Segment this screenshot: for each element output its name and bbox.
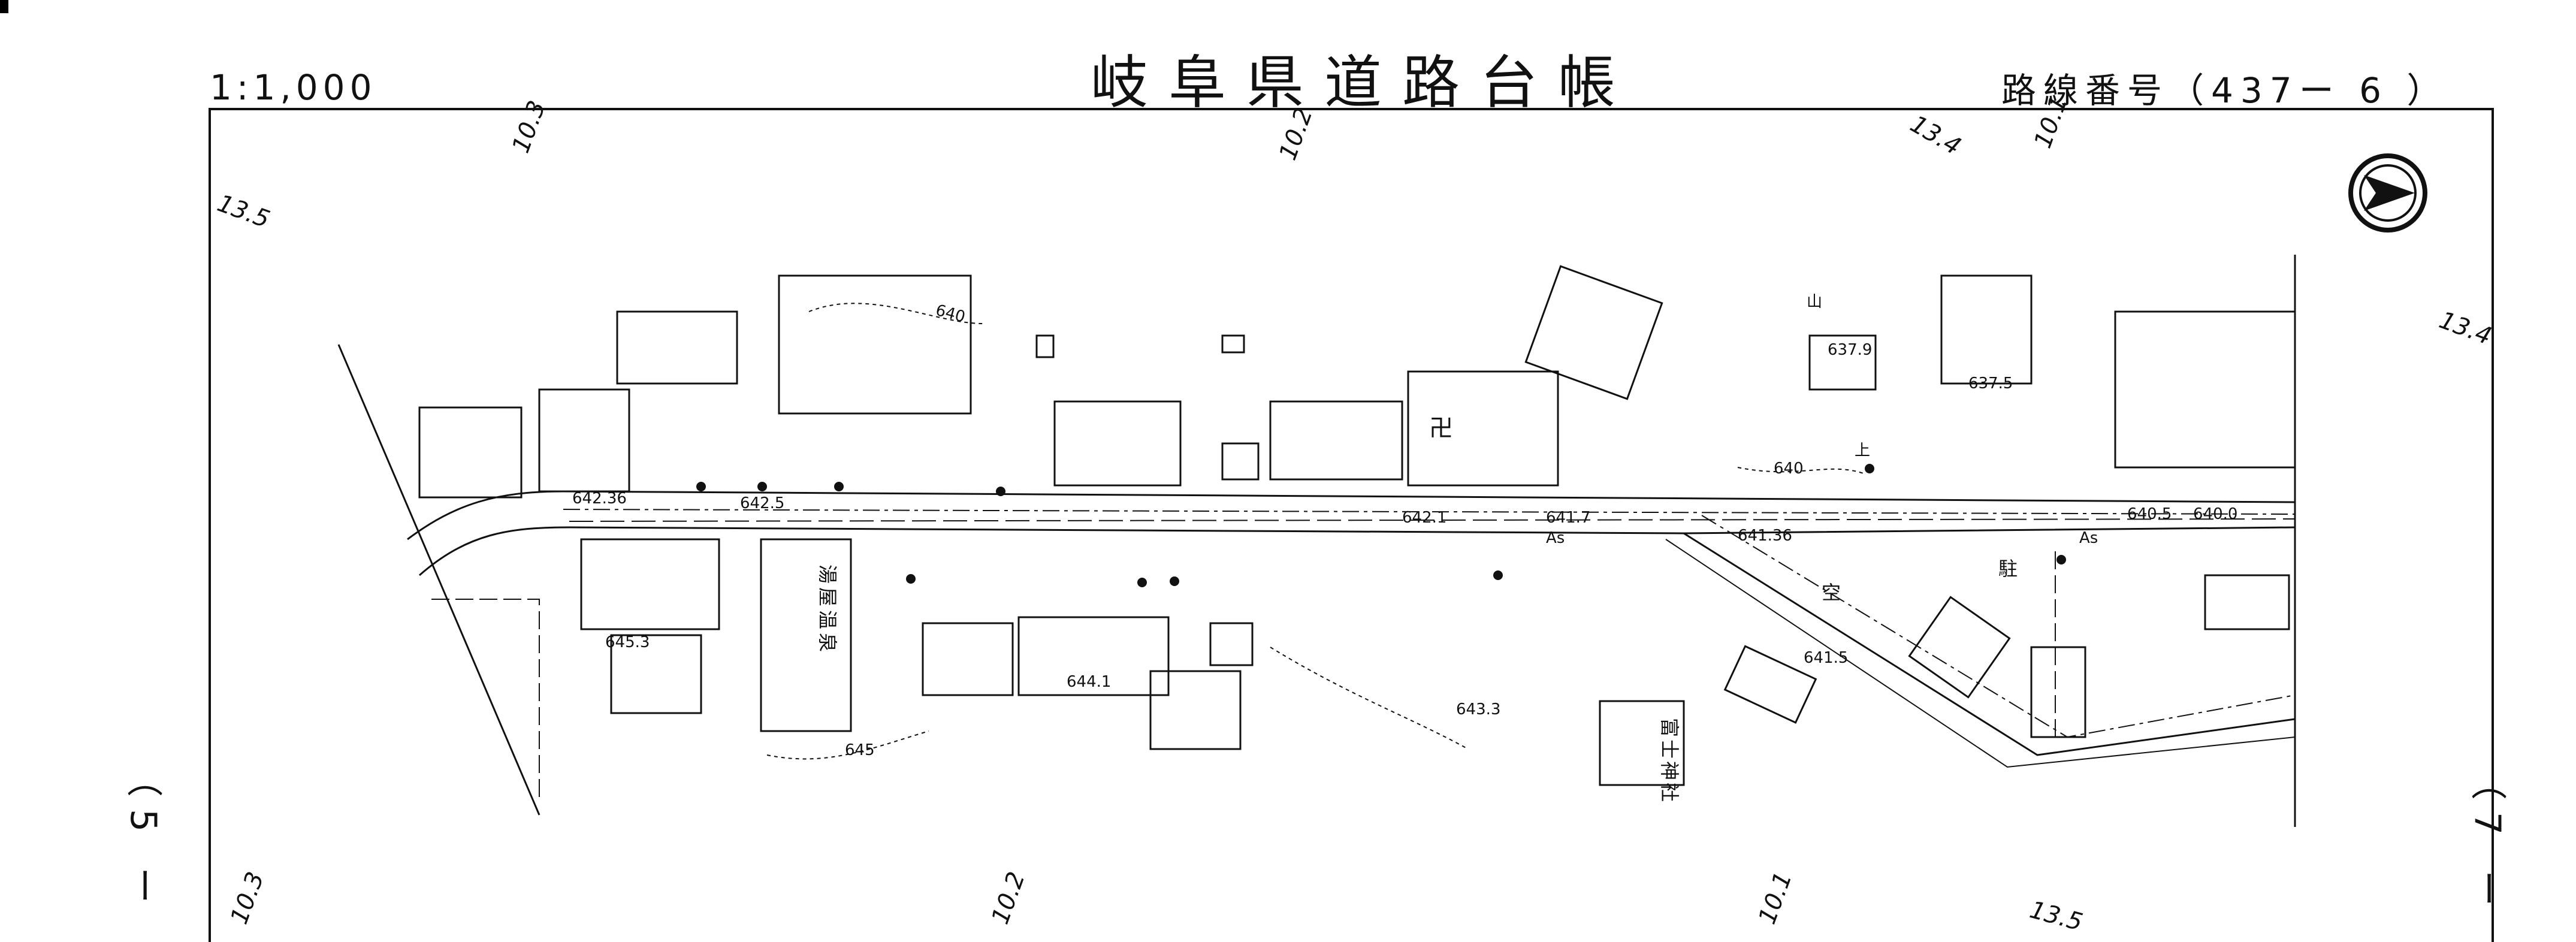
main-road (407, 490, 2296, 768)
map-frame (209, 108, 2494, 942)
temple-symbol: 卍 (1429, 415, 1453, 442)
km-13-4-top: 13.4 (1905, 110, 1965, 161)
contour-645: 645 (845, 741, 875, 759)
elev-645-3: 645.3 (605, 633, 650, 651)
km-13-5-bottom: 13.5 (2027, 896, 2085, 936)
contours (431, 303, 2056, 803)
km-10-1-bottom: 10.1 (1753, 868, 1798, 928)
route-number: 路線番号（437ー 6 ） (2001, 70, 2449, 111)
elev-644-1: 644.1 (1067, 673, 1111, 691)
elev-642-36: 642.36 (572, 490, 627, 508)
corner-mark (0, 0, 8, 13)
elev-640-0: 640.0 (2193, 505, 2237, 523)
km-10-3-top: 10.3 (507, 97, 551, 156)
scale-label: 1:1,000 (210, 67, 377, 108)
label-yuya-1: 湯屋温泉 (816, 564, 839, 656)
label-fuji-jinja: 富士神社 (1658, 718, 1681, 804)
elevation-labels: 642.36 642.5 642.1 641.7 641.36 640.5 64… (572, 301, 2237, 759)
vacant-label: 空 (1822, 581, 1841, 604)
contour-640-a: 640 (934, 301, 967, 327)
parking-label: 駐 (1998, 557, 2018, 580)
buildings (418, 265, 2296, 786)
map-extent-left (337, 344, 540, 816)
elev-637-9: 637.9 (1828, 341, 1872, 359)
elev-641-36: 641.36 (1738, 527, 1792, 545)
elev-641-7: 641.7 (1546, 509, 1590, 527)
surface-as-1: As (1546, 529, 1565, 547)
km-10-3-bottom: 10.3 (225, 868, 270, 928)
kanji-mark: 上 (1855, 442, 1870, 460)
elev-643-3: 643.3 (1456, 701, 1500, 718)
km-10-2-top: 10.2 (1274, 104, 1318, 164)
km-10-2-bottom: 10.2 (986, 868, 1031, 928)
elev-642-1: 642.1 (1402, 509, 1446, 527)
km-13-5-left: 13.5 (214, 189, 273, 234)
surface-as-2: As (2079, 529, 2098, 547)
place-labels: 湯屋温泉 富士神社 卍 空 駐 As As 山 上 (816, 293, 2098, 804)
elev-637-5: 637.5 (1968, 375, 2013, 393)
km-10-1-top: 10.1 (2029, 92, 2073, 152)
yama-label: 山 (1807, 293, 1822, 311)
elev-640-5: 640.5 (2127, 505, 2172, 523)
sheet-title: 岐阜県道路台帳 (1091, 49, 1636, 116)
elev-641-5: 641.5 (1804, 649, 1848, 667)
utility-markers (696, 464, 2066, 587)
north-arrow-icon (2348, 153, 2427, 233)
km-13-4-right: 13.4 (2436, 306, 2495, 351)
contour-640-b: 640 (1774, 460, 1804, 478)
elev-642-5: 642.5 (740, 494, 784, 512)
